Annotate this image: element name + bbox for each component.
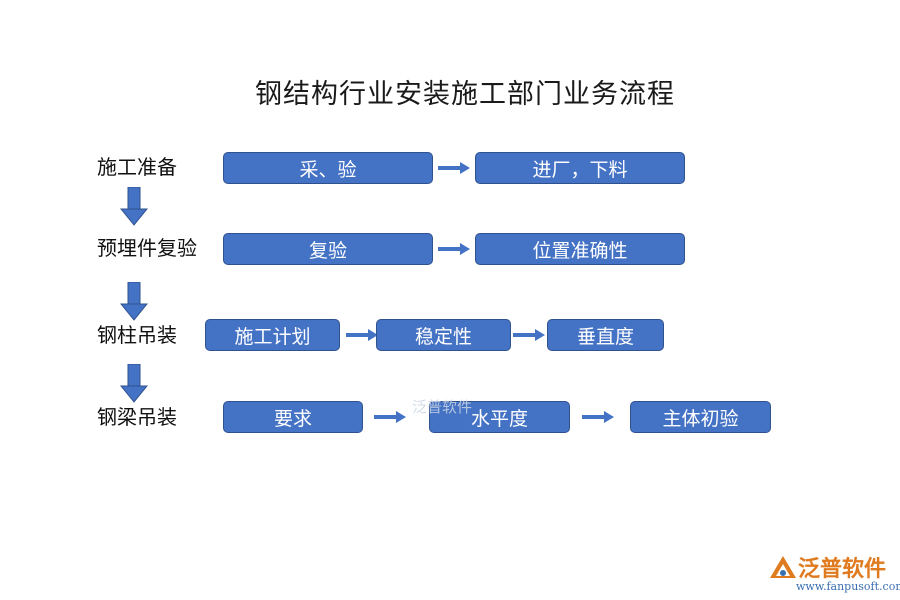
fanpu-logo-icon — [770, 556, 796, 578]
diagram-title: 钢结构行业安装施工部门业务流程 — [255, 79, 675, 110]
arrow-right-icon — [438, 162, 470, 174]
arrow-down-icon — [120, 187, 148, 226]
step-box-stability: 稳定性 — [376, 319, 511, 351]
arrow-right-icon — [513, 329, 545, 341]
arrow-down-icon — [120, 364, 148, 403]
arrow-right-icon — [374, 411, 406, 423]
watermark-text: 泛普软件 — [412, 398, 473, 416]
arrow-right-icon — [438, 243, 470, 255]
step-box-position-accuracy: 位置准确性 — [475, 233, 685, 265]
step-box-requirements: 要求 — [223, 401, 363, 433]
step-box-main-body-inspection: 主体初验 — [630, 401, 771, 433]
logo-name: 泛普软件 — [798, 557, 887, 582]
row-label-construction-prep: 施工准备 — [97, 155, 177, 179]
logo-url: www.fanpusoft.com — [796, 580, 900, 593]
step-box-verticality: 垂直度 — [547, 319, 664, 351]
company-logo: 泛普软件 www.fanpusoft.com — [766, 551, 900, 595]
arrow-right-icon — [582, 411, 614, 423]
row-label-embedded-recheck: 预埋件复验 — [97, 236, 197, 260]
row-label-column-hoisting: 钢柱吊装 — [97, 323, 177, 347]
step-box-levelness: 水平度 — [429, 401, 570, 433]
step-box-recheck: 复验 — [223, 233, 433, 265]
arrow-right-icon — [346, 329, 378, 341]
step-box-construction-plan: 施工计划 — [205, 319, 340, 351]
step-box-entry-cutting: 进厂，下料 — [475, 152, 685, 184]
arrow-down-icon — [120, 282, 148, 321]
row-label-beam-hoisting: 钢梁吊装 — [97, 405, 177, 429]
step-box-purchase-inspect: 采、验 — [223, 152, 433, 184]
